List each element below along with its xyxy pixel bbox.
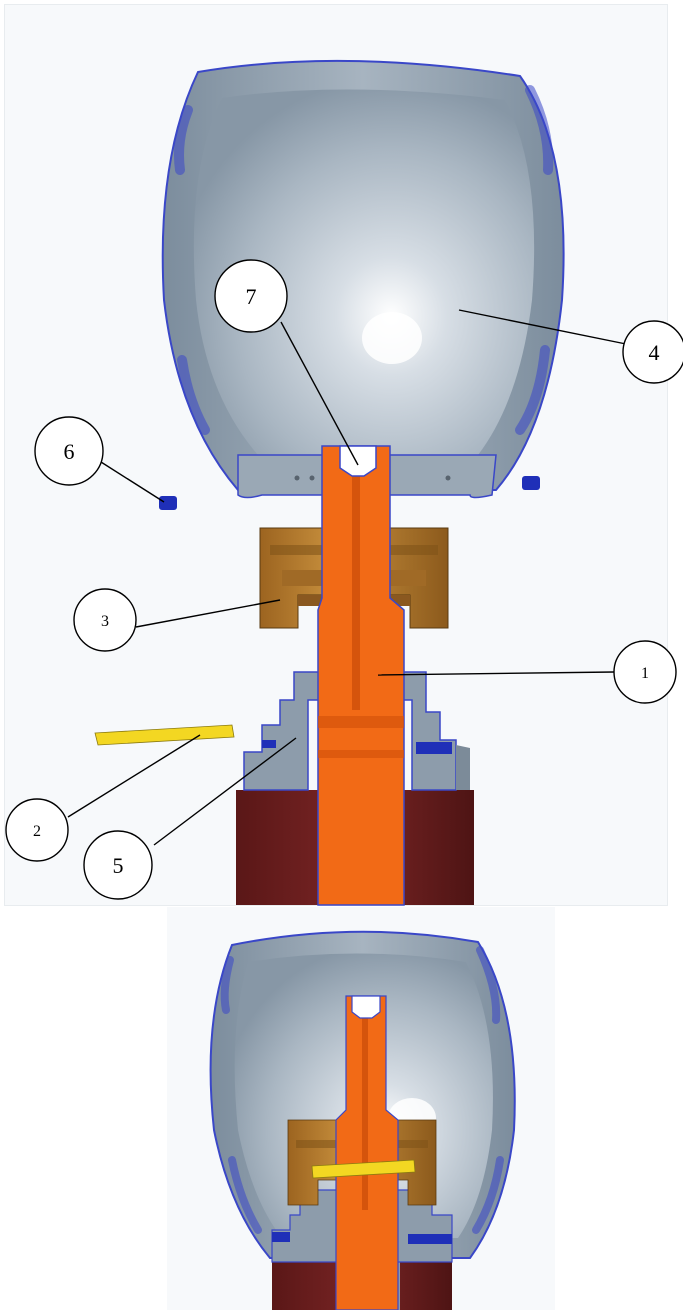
- callout-5: 5: [83, 830, 153, 900]
- callout-2-label: 2: [33, 823, 41, 840]
- leader-lines: [67, 309, 627, 846]
- assembled-spindle: [335, 995, 399, 1310]
- callout-1-label: 1: [641, 665, 649, 682]
- callout-4-label: 4: [649, 340, 660, 365]
- callout-7-label: 7: [246, 284, 257, 309]
- callout-6-label: 6: [64, 439, 75, 464]
- callout-3: 3: [73, 588, 137, 652]
- callout-6: 6: [34, 416, 104, 486]
- callout-2: 2: [5, 798, 69, 862]
- callout-7: 7: [214, 259, 288, 333]
- callout-3-label: 3: [101, 613, 109, 630]
- part-1-spindle: [317, 445, 405, 906]
- callout-5-label: 5: [113, 853, 124, 878]
- part-2-pin: [94, 724, 235, 746]
- part-6-clips: [159, 476, 540, 510]
- assembled-pin: [311, 1159, 416, 1179]
- callout-4: 4: [622, 320, 683, 384]
- callout-1: 1: [613, 640, 677, 704]
